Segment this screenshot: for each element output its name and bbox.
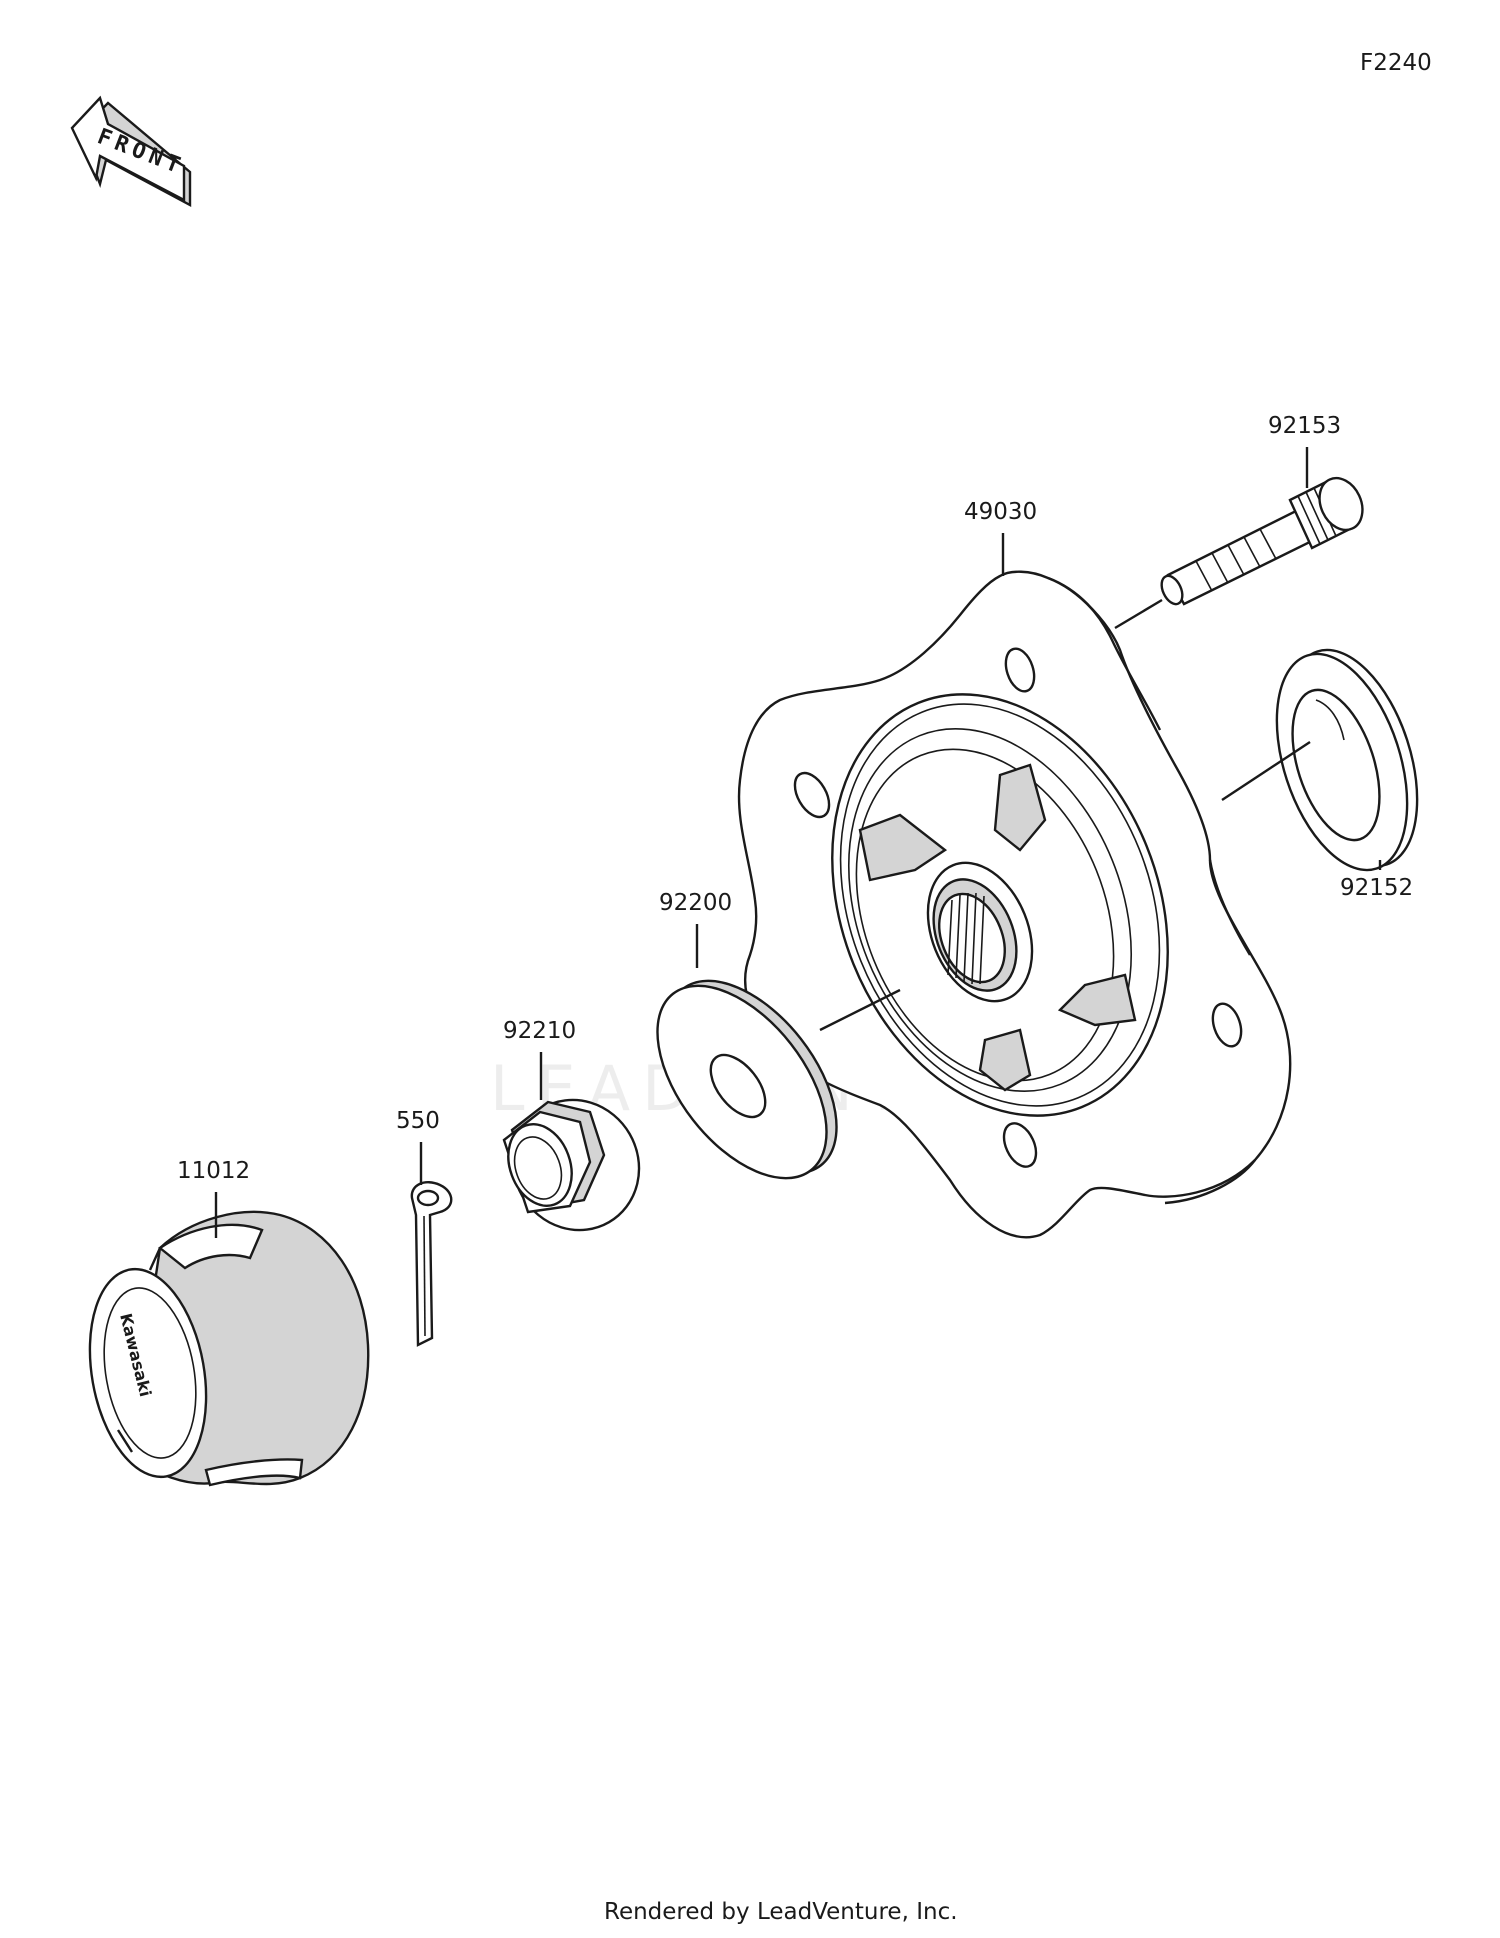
part-11012-cap: Kawasaki [88,1192,370,1487]
part-92200-washer [656,924,838,1180]
part-49030-hub [737,533,1292,1239]
label-92210: 92210 [503,1018,576,1044]
part-550-cotter-pin [410,1142,453,1347]
figure-code: F2240 [1360,50,1432,76]
part-92153-stud [1160,447,1364,606]
footer-credit: Rendered by LeadVenture, Inc. [604,1899,958,1925]
part-92152-seal [1221,648,1419,872]
label-11012: 11012 [177,1158,250,1184]
label-49030: 49030 [964,499,1037,525]
label-92153: 92153 [1268,413,1341,439]
label-550: 550 [396,1108,440,1134]
part-92210-nut [502,1052,641,1232]
label-92152: 92152 [1340,875,1413,901]
label-92200: 92200 [659,890,732,916]
front-arrow-icon: FRONT [70,95,192,208]
